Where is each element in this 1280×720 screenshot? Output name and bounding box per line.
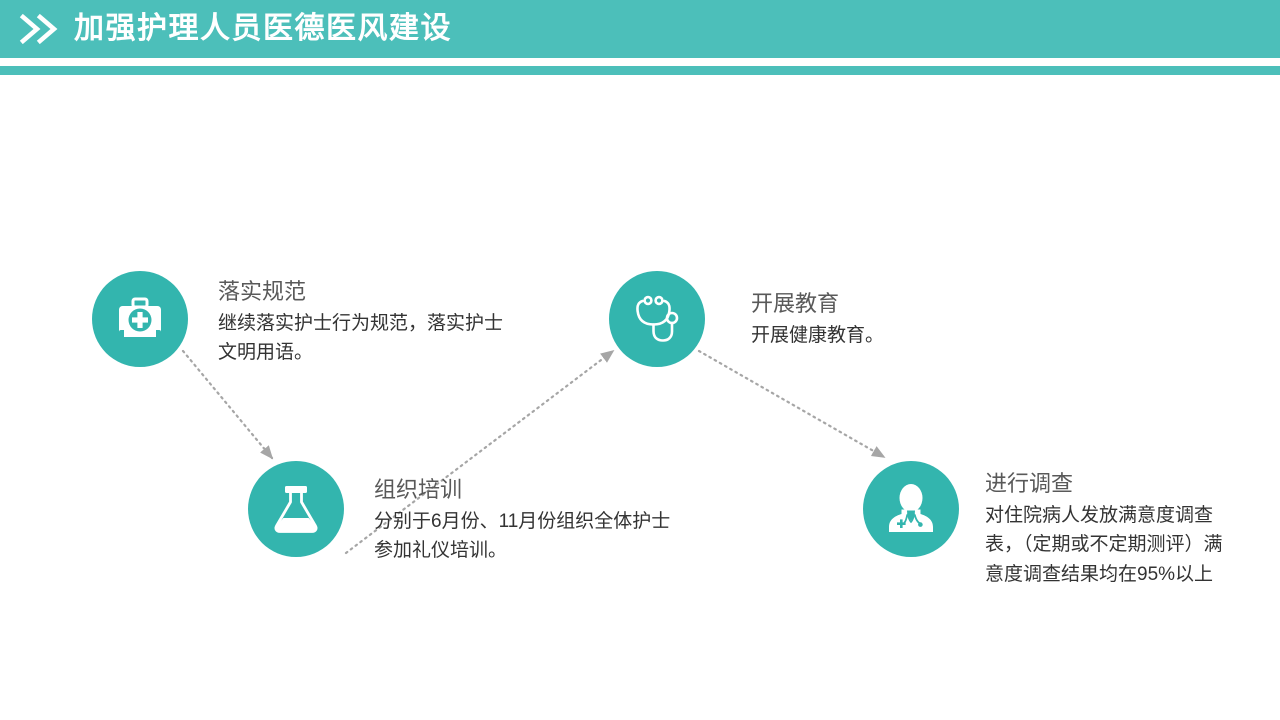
node-training-title: 组织培训: [374, 477, 463, 502]
double-chevron-right-icon: [19, 13, 58, 45]
node-training-text: 组织培训 分别于6月份、11月份组织全体护士参加礼仪培训。: [374, 475, 674, 566]
node-survey-text: 进行调查 对住院病人发放满意度调查表，（定期或不定期测评）满意度调查结果均在95…: [985, 469, 1225, 589]
node-standards-circle[interactable]: [92, 271, 188, 367]
header-underline-stripe: [0, 66, 1280, 75]
node-education-title: 开展教育: [751, 291, 840, 316]
connector-standards-to-training: [181, 349, 274, 460]
node-education-body: 开展健康教育。: [751, 324, 885, 346]
connector-training-to-education: [344, 349, 615, 555]
header-bar: 加强护理人员医德医风建设: [0, 0, 1280, 58]
stethoscope-icon: [636, 295, 679, 342]
first-aid-kit-icon: [119, 297, 161, 337]
process-diagram: 落实规范 继续落实护士行为规范，落实护士文明用语。 开展教育 开展健康教育。: [0, 75, 1280, 720]
node-standards-text: 落实规范 继续落实护士行为规范，落实护士文明用语。: [218, 277, 518, 368]
node-training-body: 分别于6月份、11月份组织全体护士参加礼仪培训。: [374, 510, 671, 562]
node-survey-title: 进行调查: [985, 471, 1074, 496]
node-training-circle[interactable]: [248, 461, 344, 557]
connector-layer: [181, 349, 886, 555]
node-survey-circle[interactable]: [863, 461, 959, 557]
node-education-circle[interactable]: [609, 271, 705, 367]
node-education-text: 开展教育 开展健康教育。: [751, 289, 1031, 350]
connector-education-to-survey: [697, 349, 886, 459]
header-content: 加强护理人员医德医风建设: [18, 0, 452, 58]
nurse-icon: [889, 484, 933, 532]
page-title: 加强护理人员医德医风建设: [74, 12, 452, 45]
node-standards-body: 继续落实护士行为规范，落实护士文明用语。: [218, 312, 504, 364]
flask-icon: [274, 486, 318, 533]
node-standards-title: 落实规范: [218, 279, 307, 304]
node-survey-body: 对住院病人发放满意度调查表，（定期或不定期测评）满意度调查结果均在95%以上: [985, 504, 1223, 585]
